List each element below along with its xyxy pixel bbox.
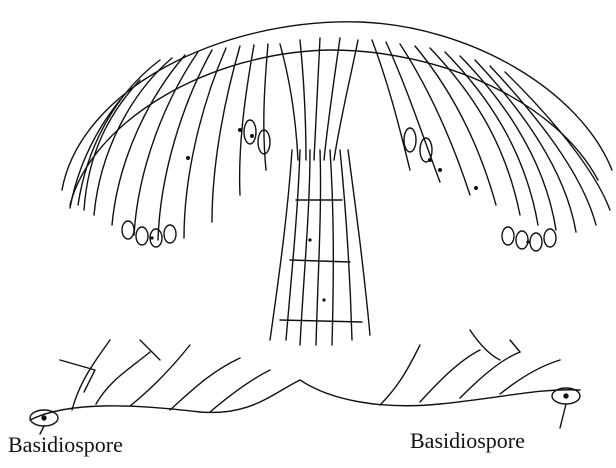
basidiospore-label-left: Basidiospore	[8, 434, 123, 456]
mycelium-network	[30, 330, 580, 420]
leader-line-right	[560, 404, 566, 428]
cap-inner-edge	[70, 50, 598, 205]
left-gill-hyphae	[70, 44, 268, 240]
cap-outline	[62, 22, 612, 190]
stipe-hyphae	[270, 150, 370, 345]
basidiospore-label-right: Basidiospore	[410, 430, 525, 452]
right-gill-hyphae	[372, 40, 610, 232]
cap-center-hyphae	[280, 38, 358, 160]
